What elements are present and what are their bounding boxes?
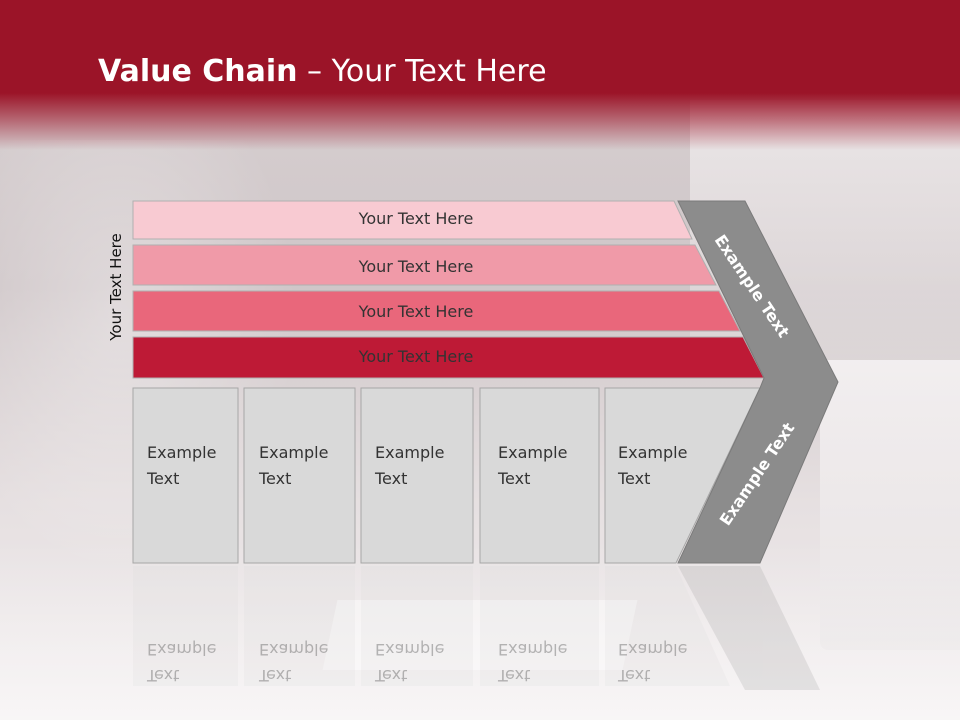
activity-box-1 bbox=[132, 387, 239, 564]
title-bold-part: Value Chain bbox=[98, 54, 298, 89]
activity-box-1-line-1: Example bbox=[147, 443, 217, 462]
reflection-chevron bbox=[678, 566, 820, 690]
reflection-label-3-line-1: Example bbox=[375, 640, 445, 659]
reflection-label-4: Text Example bbox=[498, 636, 567, 688]
reflection-label-1-line-1: Example bbox=[147, 640, 217, 659]
reflection-box-2 bbox=[244, 566, 355, 686]
activity-box-2 bbox=[243, 387, 356, 564]
reflection-label-2-line-2: Text bbox=[259, 666, 292, 685]
activity-box-4 bbox=[479, 387, 600, 564]
support-band-4-label: Your Text Here bbox=[358, 347, 474, 366]
slide-title: Value Chain – Your Text Here bbox=[98, 54, 547, 89]
reflection-label-5: Text Example bbox=[618, 636, 687, 688]
activity-box-5 bbox=[604, 387, 761, 564]
reflection-label-2-line-1: Example bbox=[259, 640, 329, 659]
support-band-2 bbox=[132, 244, 717, 286]
reflection-label-1-line-2: Text bbox=[147, 666, 180, 685]
diagram-reflection bbox=[133, 566, 820, 690]
reflection-box-1 bbox=[133, 566, 238, 686]
activity-box-5-line-2: Text bbox=[618, 469, 651, 488]
reflection-label-1: Text Example bbox=[147, 636, 216, 688]
support-band-3-label: Your Text Here bbox=[358, 302, 474, 321]
activity-box-4-line-2: Text bbox=[498, 469, 531, 488]
reflection-box-4 bbox=[480, 566, 599, 686]
activity-box-4-line-1: Example bbox=[498, 443, 568, 462]
title-banner bbox=[0, 0, 960, 150]
support-band-1-label: Your Text Here bbox=[358, 209, 474, 228]
support-band-1 bbox=[132, 200, 693, 240]
activity-box-3 bbox=[360, 387, 474, 564]
title-regular-part: – Your Text Here bbox=[297, 54, 547, 89]
side-label: Your Text Here bbox=[107, 233, 125, 341]
reflection-label-3: Text Example bbox=[375, 636, 444, 688]
activity-box-3-line-2: Text bbox=[375, 469, 408, 488]
support-band-3 bbox=[132, 290, 741, 332]
background-photo-laptop bbox=[820, 360, 960, 650]
activity-box-3-line-1: Example bbox=[375, 443, 445, 462]
support-band-2-label: Your Text Here bbox=[358, 257, 474, 276]
reflection-label-4-line-2: Text bbox=[498, 666, 531, 685]
reflection-label-4-line-1: Example bbox=[498, 640, 568, 659]
reflection-label-5-line-1: Example bbox=[618, 640, 688, 659]
background-photo-desk bbox=[0, 540, 960, 720]
margin-chevron bbox=[677, 200, 839, 564]
activity-box-5-line-1: Example bbox=[618, 443, 688, 462]
activity-box-2-line-2: Text bbox=[259, 469, 292, 488]
reflection-box-5 bbox=[605, 566, 730, 686]
reflection-label-3-line-2: Text bbox=[375, 666, 408, 685]
activity-box-2-line-1: Example bbox=[259, 443, 329, 462]
activity-box-1-line-2: Text bbox=[147, 469, 180, 488]
reflection-label-2: Text Example bbox=[259, 636, 328, 688]
reflection-box-3 bbox=[361, 566, 473, 686]
reflection-label-5-line-2: Text bbox=[618, 666, 651, 685]
